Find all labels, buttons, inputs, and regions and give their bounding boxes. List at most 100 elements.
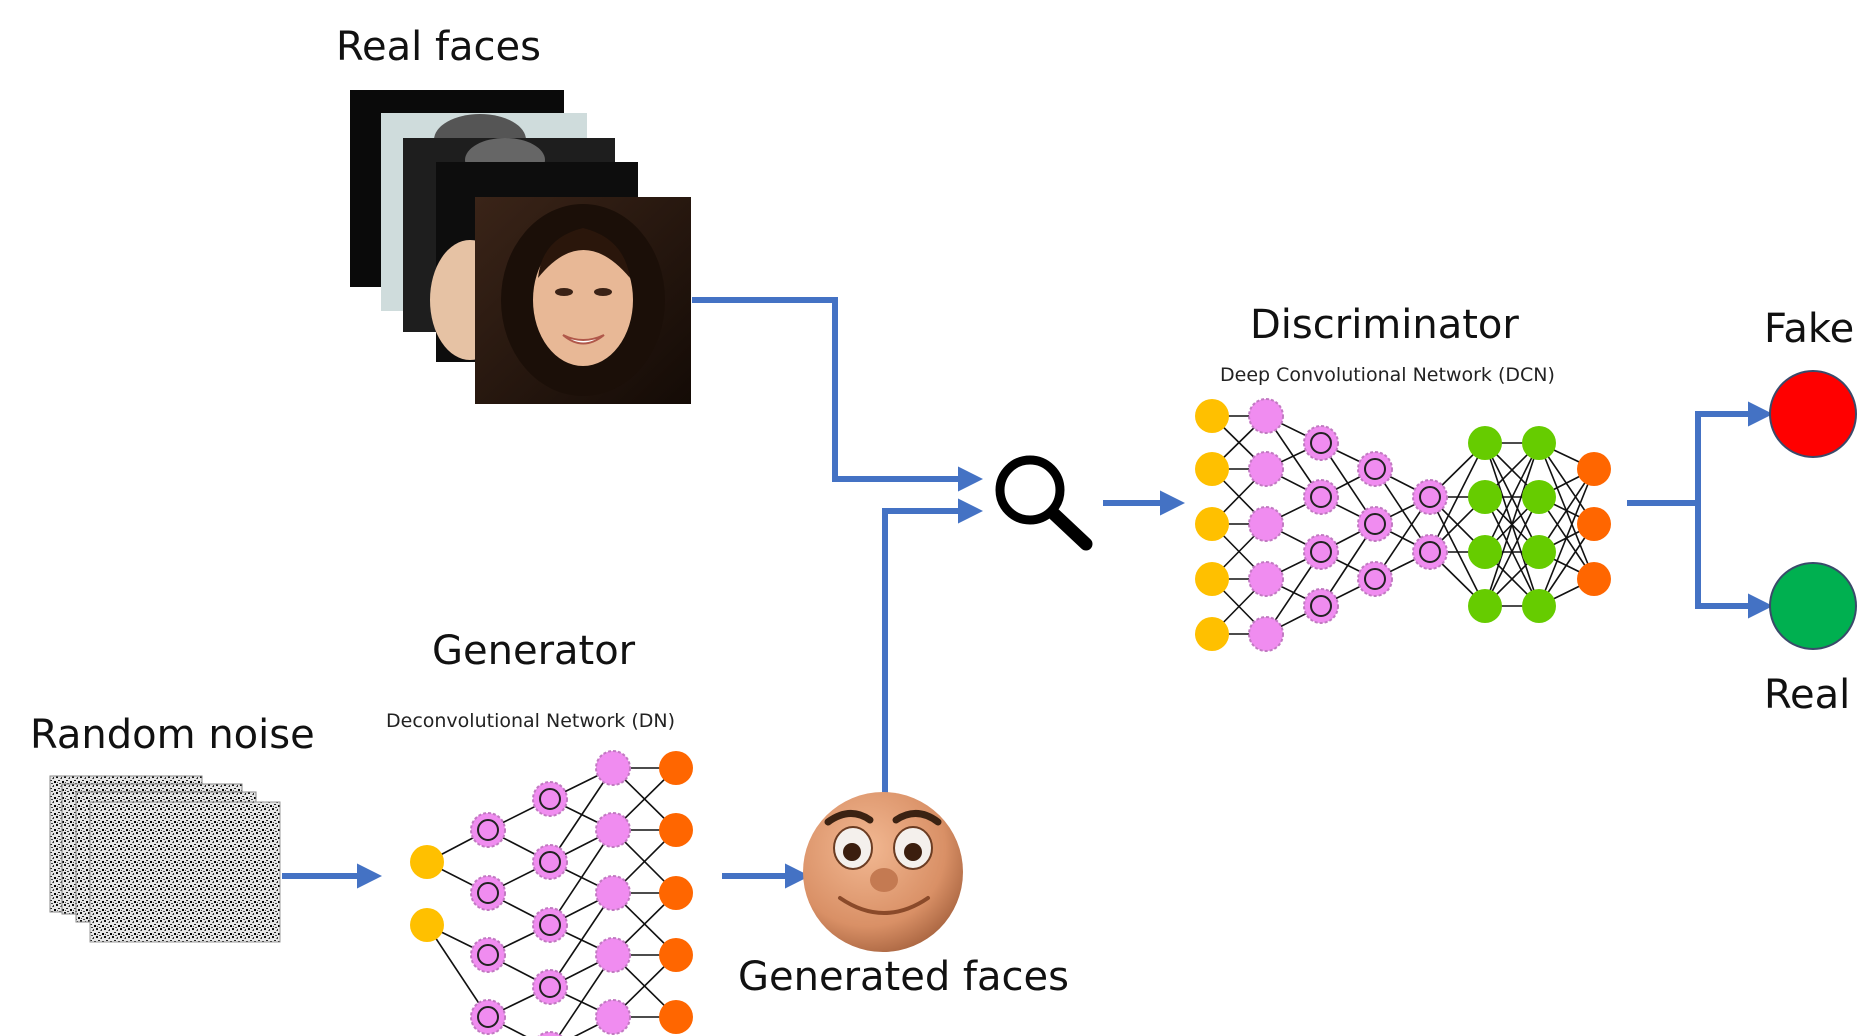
disc-edge <box>1484 442 1540 553</box>
real-label: Real <box>1764 672 1850 718</box>
gen-node <box>659 751 693 785</box>
disc-edge <box>1429 442 1486 553</box>
real-faces-label: Real faces <box>336 24 541 70</box>
disc-node <box>1248 398 1284 434</box>
gen-node <box>410 845 444 879</box>
gen-node-ring <box>539 976 561 998</box>
disc-node <box>1577 452 1611 486</box>
gen-edge <box>557 954 614 1036</box>
disc-node <box>1357 451 1393 487</box>
flow-arrows <box>282 297 1774 889</box>
disc-node <box>1248 451 1284 487</box>
gen-node <box>659 876 693 910</box>
generator-subtitle: Deconvolutional Network (DN) <box>386 710 675 732</box>
disc-node <box>1195 617 1229 651</box>
disc-node <box>1468 589 1502 623</box>
random-noise-stack <box>49 775 281 943</box>
disc-node <box>1195 399 1229 433</box>
gen-node-ring <box>539 788 561 810</box>
disc-node-ring <box>1419 541 1441 563</box>
disc-node-ring <box>1419 486 1441 508</box>
disc-node <box>1357 506 1393 542</box>
gen-node-ring <box>477 882 499 904</box>
disc-node-ring <box>1364 513 1386 535</box>
disc-node <box>1412 534 1448 570</box>
gen-node <box>470 875 506 911</box>
random-noise-label: Random noise <box>30 712 315 758</box>
disc-node-ring <box>1364 568 1386 590</box>
arrow-generated-to-discriminator <box>882 498 984 795</box>
disc-node <box>1577 562 1611 596</box>
gen-node <box>595 750 631 786</box>
gen-node <box>470 812 506 848</box>
disc-node <box>1195 562 1229 596</box>
disc-node <box>1468 426 1502 460</box>
disc-node <box>1303 534 1339 570</box>
disc-node-ring <box>1310 541 1332 563</box>
gen-node-ring <box>539 851 561 873</box>
gen-node <box>595 875 631 911</box>
disc-node <box>1195 452 1229 486</box>
gen-node <box>595 812 631 848</box>
discriminator-network <box>1195 398 1611 652</box>
arrow-real-to-discriminator <box>692 297 984 492</box>
disc-node <box>1522 426 1556 460</box>
gen-node <box>659 1000 693 1034</box>
gen-node <box>410 908 444 942</box>
gen-node <box>532 907 568 943</box>
disc-node-ring <box>1364 458 1386 480</box>
disc-node <box>1248 561 1284 597</box>
disc-node <box>1195 507 1229 541</box>
disc-node <box>1303 588 1339 624</box>
gen-node-ring <box>477 944 499 966</box>
disc-node <box>1357 561 1393 597</box>
generated-faces-label: Generated faces <box>738 954 1069 1000</box>
gen-node-ring <box>477 1006 499 1028</box>
disc-node <box>1468 535 1502 569</box>
real-faces-stack <box>350 90 691 404</box>
arrow-to-real <box>1695 503 1774 619</box>
gen-edge <box>549 829 614 926</box>
gen-node <box>532 969 568 1005</box>
generator-network <box>410 750 693 1036</box>
gen-edge <box>549 767 614 863</box>
gen-node <box>470 999 506 1035</box>
cartoon-face-icon <box>803 792 963 952</box>
disc-node-ring <box>1310 486 1332 508</box>
disc-node <box>1522 535 1556 569</box>
disc-node <box>1468 480 1502 514</box>
magnifier-icon <box>995 455 1093 551</box>
noise-image <box>89 801 281 943</box>
gen-node <box>470 937 506 973</box>
gen-node <box>532 781 568 817</box>
generator-label: Generator <box>432 628 636 674</box>
disc-edge <box>1538 468 1595 607</box>
disc-edge <box>1484 496 1540 607</box>
gen-edge <box>426 924 489 1018</box>
disc-node <box>1412 479 1448 515</box>
gen-node <box>659 813 693 847</box>
gen-node <box>532 844 568 880</box>
gen-node <box>659 938 693 972</box>
disc-edge <box>1484 442 1540 607</box>
disc-node <box>1522 589 1556 623</box>
disc-node <box>1248 506 1284 542</box>
disc-node <box>1248 616 1284 652</box>
fake-label: Fake <box>1764 306 1854 352</box>
fake-output-circle <box>1769 370 1857 458</box>
discriminator-label: Discriminator <box>1250 302 1519 348</box>
real-output-circle <box>1769 562 1857 650</box>
disc-node-ring <box>1310 595 1332 617</box>
gen-node <box>595 999 631 1035</box>
discriminator-subtitle: Deep Convolutional Network (DCN) <box>1220 364 1555 386</box>
disc-node <box>1303 479 1339 515</box>
arrow-to-fake <box>1627 401 1774 506</box>
disc-node-ring <box>1310 432 1332 454</box>
gen-node <box>595 937 631 973</box>
gen-edge <box>549 892 614 988</box>
gen-node-ring <box>539 914 561 936</box>
disc-node <box>1577 507 1611 541</box>
disc-node <box>1303 425 1339 461</box>
disc-node <box>1522 480 1556 514</box>
